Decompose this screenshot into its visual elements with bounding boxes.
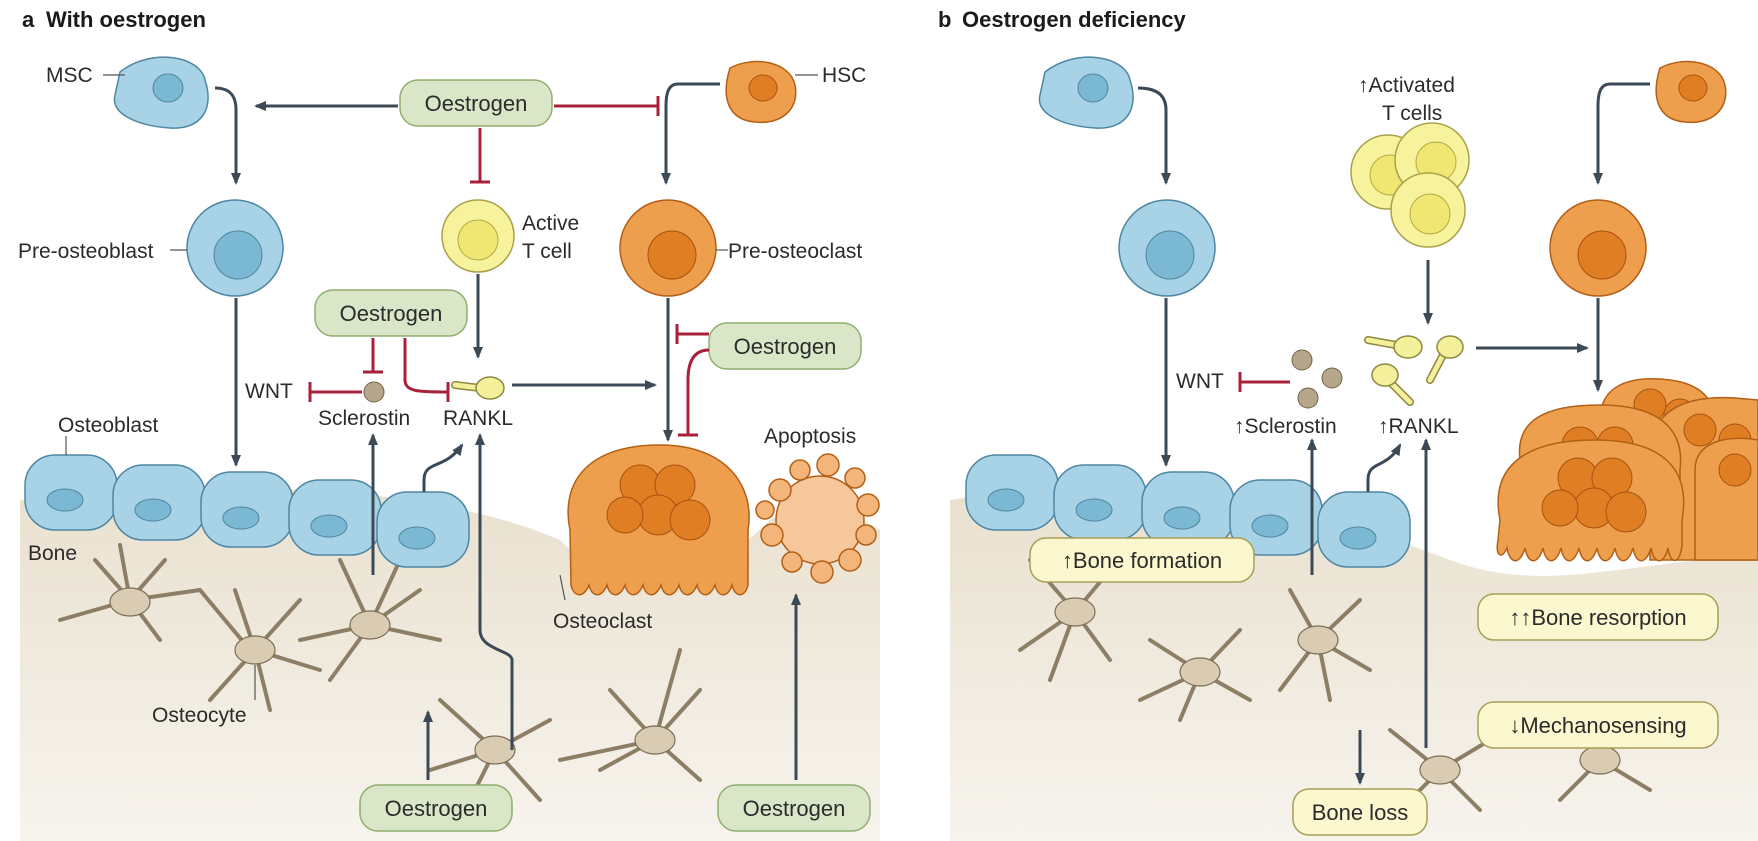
svg-text:Bone loss: Bone loss <box>1312 800 1409 825</box>
rankl-molecules-b <box>1364 335 1464 406</box>
sclerostin-molecules-b <box>1291 349 1343 409</box>
osteoclast-label: Osteoclast <box>553 610 652 633</box>
panel-b: b Oestrogen deficiency <box>938 7 1758 841</box>
panel-a: a With oestrogen <box>18 7 880 841</box>
panel-a-letter: a <box>22 7 35 32</box>
inhibition-lines-b <box>1238 372 1290 392</box>
pre-osteoclast-label: Pre-osteoclast <box>728 240 862 263</box>
svg-text:↓Mechanosensing: ↓Mechanosensing <box>1509 713 1686 738</box>
osteocyte-cell <box>474 735 516 765</box>
pre-osteoblast-label: Pre-osteoblast <box>18 240 154 263</box>
sclerostin-label-b: ↑Sclerostin <box>1234 415 1337 438</box>
inhibition-lines-a <box>308 96 710 437</box>
active-t-cell-label-1: Active <box>522 212 579 235</box>
msc-label: MSC <box>46 64 93 87</box>
apoptosis-label: Apoptosis <box>764 425 856 448</box>
svg-text:↑↑Bone resorption: ↑↑Bone resorption <box>1509 605 1686 630</box>
svg-text:↑Bone formation: ↑Bone formation <box>1062 548 1222 573</box>
rankl-label-a: RANKL <box>443 407 513 430</box>
hsc-label: HSC <box>822 64 866 87</box>
bone-formation-box: ↑Bone formation <box>1029 537 1255 583</box>
osteocyte-cell <box>349 610 391 640</box>
svg-text:Oestrogen: Oestrogen <box>385 796 488 821</box>
osteocyte-network-a <box>58 543 702 802</box>
active-t-cell-label-2: T cell <box>522 240 572 263</box>
osteocyte-cell <box>109 587 151 617</box>
wnt-label-b: WNT <box>1176 370 1224 393</box>
osteoclast-cluster-b <box>1496 378 1758 562</box>
bone-resorption-box: ↑↑Bone resorption <box>1477 593 1719 641</box>
wnt-label-a: WNT <box>245 380 293 403</box>
oestrogen-box-bottom-right: Oestrogen <box>717 784 871 832</box>
sclerostin-label-a: Sclerostin <box>318 407 410 430</box>
osteoblast-label: Osteoblast <box>58 414 159 437</box>
stimulation-arrows-a <box>214 82 801 780</box>
osteoblast-row-a <box>24 454 470 568</box>
activated-t-cells-label-1: ↑Activated <box>1358 74 1455 97</box>
mechanosensing-box: ↓Mechanosensing <box>1477 701 1719 749</box>
panel-b-letter: b <box>938 7 951 32</box>
oestrogen-box-bottom-left: Oestrogen <box>359 784 513 832</box>
svg-text:Oestrogen: Oestrogen <box>734 334 837 359</box>
svg-text:Oestrogen: Oestrogen <box>743 796 846 821</box>
bone-label: Bone <box>28 542 77 565</box>
sclerostin-molecule <box>363 381 385 403</box>
osteocyte-cell <box>234 635 276 665</box>
activated-t-cells <box>1350 122 1470 248</box>
osteocyte-label: Osteocyte <box>152 704 247 727</box>
oestrogen-box-top: Oestrogen <box>399 79 553 127</box>
svg-text:Oestrogen: Oestrogen <box>425 91 528 116</box>
oestrogen-box-mid-left: Oestrogen <box>314 289 468 337</box>
osteocyte-cell <box>634 725 676 755</box>
activated-t-cells-label-2: T cells <box>1382 102 1442 125</box>
stimulation-arrows-b <box>1137 82 1650 785</box>
bone-loss-box: Bone loss <box>1292 788 1428 836</box>
osteoblast-row-b <box>965 454 1411 568</box>
osteocyte-network-b <box>1018 558 1652 812</box>
rankl-molecule <box>451 376 505 400</box>
apoptotic-osteoclast <box>755 453 880 584</box>
panel-b-title: Oestrogen deficiency <box>962 7 1187 32</box>
panel-a-title: With oestrogen <box>46 7 206 32</box>
rankl-label-b: ↑RANKL <box>1378 415 1459 438</box>
svg-text:Oestrogen: Oestrogen <box>340 301 443 326</box>
oestrogen-box-mid-right: Oestrogen <box>708 322 862 370</box>
